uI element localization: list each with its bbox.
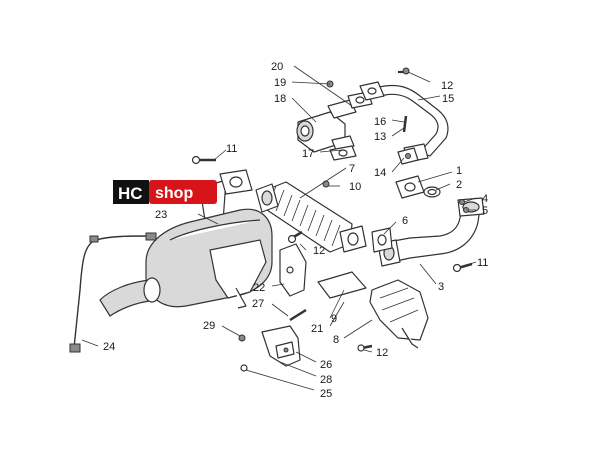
part-12-bolt-bracket — [287, 230, 303, 244]
part-12-bolt-shield — [357, 344, 373, 352]
part-labels: 20 19 18 17 12 15 16 13 14 11 7 10 1 2 4… — [103, 61, 488, 400]
label-27: 27 — [252, 298, 264, 310]
part-17-gasket — [329, 145, 357, 161]
label-21: 21 — [311, 323, 323, 335]
label-16: 16 — [374, 116, 386, 128]
label-1: 1 — [456, 165, 462, 177]
label-13: 13 — [374, 131, 386, 143]
label-14: 14 — [374, 167, 386, 179]
part-2-gasket — [423, 186, 441, 198]
part-8-heat-shield — [369, 279, 429, 349]
label-12-top: 12 — [441, 80, 453, 92]
label-29: 29 — [203, 320, 215, 332]
label-10: 10 — [349, 181, 361, 193]
logo-hc-text: HC — [118, 184, 143, 203]
part-6-gasket — [371, 227, 393, 253]
part-11-bolt-lower — [452, 262, 473, 273]
part-22-bracket — [279, 243, 307, 297]
part-26-28-bracket — [261, 325, 301, 367]
part-24-wire — [69, 232, 157, 353]
label-8: 8 — [333, 334, 339, 346]
part-11-bolt-upper — [191, 155, 216, 165]
label-2: 2 — [456, 179, 462, 191]
part-1-flange — [395, 175, 425, 199]
label-19: 19 — [274, 77, 286, 89]
part-27-bolt — [289, 308, 307, 322]
part-7-flex-pipe — [255, 181, 367, 253]
part-23-muffler — [99, 169, 273, 317]
label-25: 25 — [320, 388, 332, 400]
label-17: 17 — [302, 148, 314, 160]
part-4-5-nuts — [459, 199, 469, 213]
label-7: 7 — [349, 163, 355, 175]
label-15: 15 — [442, 93, 454, 105]
label-11-upper: 11 — [226, 143, 237, 155]
label-3: 3 — [438, 281, 444, 293]
label-28: 28 — [320, 374, 332, 386]
part-18-catalyst-body — [296, 99, 357, 153]
label-26: 26 — [320, 359, 332, 371]
part-12-bolt-top — [398, 67, 410, 75]
label-11-lower: 11 — [477, 257, 488, 269]
label-23: 23 — [155, 209, 167, 221]
label-20: 20 — [271, 61, 283, 73]
leader-lines — [81, 65, 477, 391]
label-12-shield: 12 — [376, 347, 388, 359]
label-4: 4 — [482, 193, 488, 205]
label-9: 9 — [331, 313, 337, 325]
label-12-bracket: 12 — [313, 245, 325, 257]
part-29-nut — [238, 334, 246, 342]
hc-shop-logo: HC shop — [113, 180, 217, 204]
label-5: 5 — [482, 205, 488, 217]
part-9-21-pad — [317, 271, 367, 299]
label-6: 6 — [402, 215, 408, 227]
part-25-bolt — [240, 364, 248, 372]
label-18: 18 — [274, 93, 286, 105]
label-22: 22 — [253, 282, 265, 294]
logo-shop-text: shop — [155, 185, 193, 202]
part-14-clamp — [397, 147, 419, 165]
part-16-stud — [402, 115, 408, 133]
label-24: 24 — [103, 341, 115, 353]
